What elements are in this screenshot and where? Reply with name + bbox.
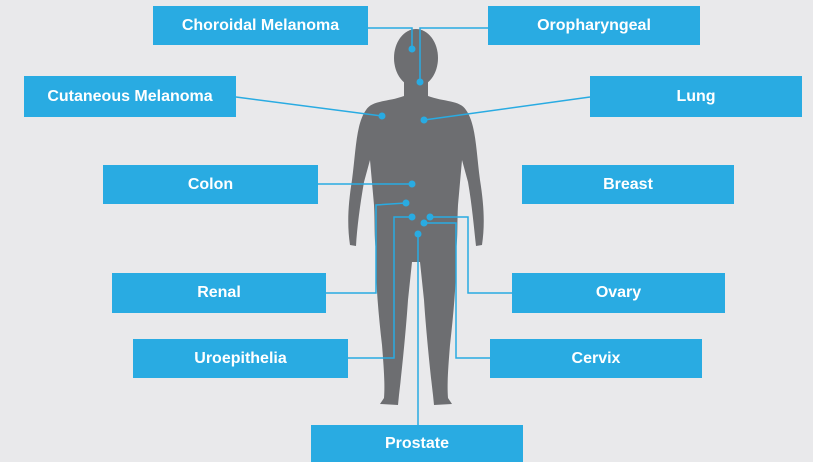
torso-arms-shape bbox=[348, 96, 483, 250]
label-lung: Lung bbox=[590, 76, 802, 117]
dot-lung bbox=[421, 117, 428, 124]
dot-prostate bbox=[415, 231, 422, 238]
dot-renal bbox=[403, 200, 410, 207]
label-oropharyngeal: Oropharyngeal bbox=[488, 6, 700, 45]
dot-choroidal-melanoma bbox=[409, 46, 416, 53]
left-leg-shape bbox=[376, 245, 416, 405]
connector-cutaneous-melanoma bbox=[236, 97, 382, 116]
dot-colon bbox=[409, 181, 416, 188]
right-leg-shape bbox=[416, 245, 456, 405]
label-renal: Renal bbox=[112, 273, 326, 313]
label-breast: Breast bbox=[522, 165, 734, 204]
label-cervix: Cervix bbox=[490, 339, 702, 378]
label-cutaneous-melanoma: Cutaneous Melanoma bbox=[24, 76, 236, 117]
label-colon: Colon bbox=[103, 165, 318, 204]
dot-oropharyngeal bbox=[417, 79, 424, 86]
label-uroepithelia: Uroepithelia bbox=[133, 339, 348, 378]
dot-cervix bbox=[421, 220, 428, 227]
label-choroidal-melanoma: Choroidal Melanoma bbox=[153, 6, 368, 45]
label-ovary: Ovary bbox=[512, 273, 725, 313]
label-prostate: Prostate bbox=[311, 425, 523, 462]
dot-uroepithelia bbox=[409, 214, 416, 221]
dot-cutaneous-melanoma bbox=[379, 113, 386, 120]
dot-ovary bbox=[427, 214, 434, 221]
